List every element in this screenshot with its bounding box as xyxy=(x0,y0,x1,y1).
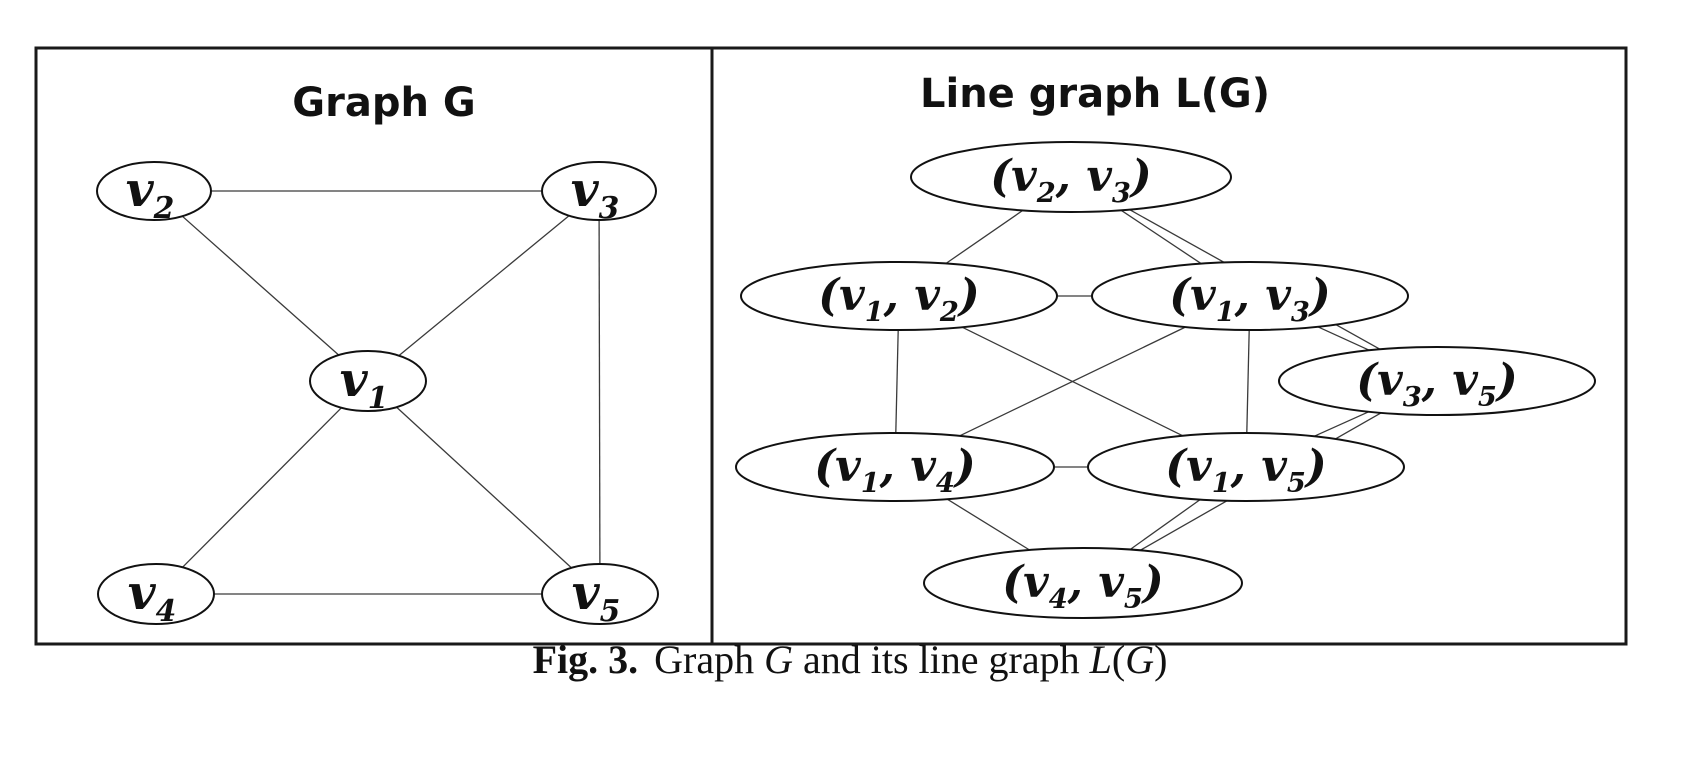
graph-g-edge-v1-v5 xyxy=(396,406,572,569)
line-graph-edge-v1v3-v1v5 xyxy=(1246,329,1250,434)
caption-g-symbol: G xyxy=(764,637,793,682)
line-graph-node-v1v3-label: (v1, v3) xyxy=(1169,270,1330,328)
caption-text-pre: Graph xyxy=(654,637,765,682)
line-graph-edge-v3v5-v1v5 xyxy=(1313,411,1370,437)
graph-g-node-v5-label: v5 xyxy=(572,565,621,629)
line-graph-node-v4v5: (v4, v5) xyxy=(923,547,1243,619)
caption-text-mid: and its line graph xyxy=(793,637,1090,682)
caption-paren-open: ( xyxy=(1111,637,1126,682)
line-graph-node-v2v3: (v2, v3) xyxy=(910,141,1232,213)
panel-graph-g-frame xyxy=(34,46,714,646)
line-graph-node-v1v3-ellipse xyxy=(1091,261,1409,331)
line-graph-node-v1v5-label: (v1, v5) xyxy=(1165,441,1326,499)
line-graph-edge-v2v3-v1v2 xyxy=(945,209,1024,265)
line-graph-node-v1v5-ellipse xyxy=(1087,432,1405,502)
panel-line-graph-frame xyxy=(710,46,1628,646)
line-graph-edge-v2v3-v1v3 xyxy=(1120,209,1202,265)
graph-g-node-v1-label: v1 xyxy=(340,352,389,416)
line-graph-node-v1v3: (v1, v3) xyxy=(1091,261,1409,331)
line-graph-node-v1v2-label: (v1, v2) xyxy=(818,270,979,328)
graph-g-node-v1-ellipse xyxy=(309,350,427,412)
line-graph-node-v4v5-label: (v4, v5) xyxy=(1002,557,1163,615)
line-graph-edge-v1v2-v1v4 xyxy=(895,329,899,434)
line-graph-edge-v1v5-v4v5 xyxy=(1129,498,1201,551)
graph-g-node-v1: v1 xyxy=(309,350,427,416)
line-graph-title: Line graph L(G) xyxy=(920,71,1270,117)
line-graph-node-v1v4-label: (v1, v4) xyxy=(814,441,975,499)
graph-g-edge-v2-v1 xyxy=(181,215,340,356)
graph-g-node-v5-ellipse xyxy=(541,563,659,625)
line-graph-node-v1v5: (v1, v5) xyxy=(1087,432,1405,502)
line-graph-node-v2v3-ellipse xyxy=(910,141,1232,213)
graph-g-node-v4-label: v4 xyxy=(128,565,177,629)
graph-g-node-v3: v3 xyxy=(541,161,657,226)
line-graph-nodes: (v2, v3) (v1, v2) (v1, v3) (v3, v5) (v1, v4)… xyxy=(735,141,1596,619)
graph-g-node-v5: v5 xyxy=(541,563,659,629)
caption-l-symbol: L xyxy=(1089,637,1112,682)
graph-g-edges xyxy=(181,190,601,595)
line-graph-node-v3v5-label: (v3, v5) xyxy=(1356,355,1517,413)
caption-g-symbol-2: G xyxy=(1125,637,1155,682)
line-graph-node-v2v3-label: (v2, v3) xyxy=(990,151,1151,209)
graph-g-edge-v1-v4 xyxy=(182,407,342,568)
graph-g-edge-v3-v1 xyxy=(398,215,570,357)
graph-g-node-v4: v4 xyxy=(97,563,215,629)
line-graph-node-v1v4-ellipse xyxy=(735,432,1055,502)
line-graph-node-v1v2: (v1, v2) xyxy=(740,261,1058,331)
line-graph-node-v4v5-ellipse xyxy=(923,547,1243,619)
line-graph-node-v3v5: (v3, v5) xyxy=(1278,346,1596,416)
line-graph-node-v1v2-ellipse xyxy=(740,261,1058,331)
graph-g-node-v2-ellipse xyxy=(96,161,212,221)
line-graph-node-v1v4: (v1, v4) xyxy=(735,432,1055,502)
caption-label: Fig. 3. xyxy=(532,637,639,682)
graph-g-title: Graph G xyxy=(292,80,475,126)
graph-g-node-v2: v2 xyxy=(96,161,212,226)
graph-g-node-v2-label: v2 xyxy=(126,162,175,226)
line-graph-edge-v1v3-v3v5 xyxy=(1317,326,1370,351)
caption-paren-close: ) xyxy=(1154,637,1168,682)
graph-g-edge-v3-v5 xyxy=(598,219,601,565)
line-graph-edge-v1v3-v1v4 xyxy=(959,326,1186,437)
graph-g-nodes: v2 v3 v1 v4 v5 xyxy=(96,161,659,629)
graph-g-node-v3-label: v3 xyxy=(571,162,620,226)
figure-caption: Fig. 3.Graph G and its line graph L(G) xyxy=(0,636,1700,683)
line-graph-edge-v1v4-v4v5 xyxy=(946,498,1030,551)
graph-g-node-v4-ellipse xyxy=(97,563,215,625)
line-graph-node-v3v5-ellipse xyxy=(1278,346,1596,416)
graph-g-node-v3-ellipse xyxy=(541,161,657,221)
